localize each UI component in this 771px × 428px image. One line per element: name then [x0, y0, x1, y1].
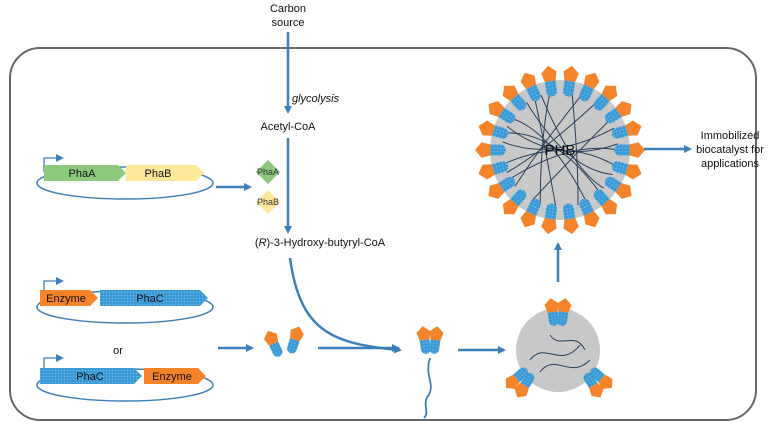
- dimer-with-chain: [416, 326, 444, 354]
- polymer-tail: [423, 357, 432, 419]
- phb-surface-protein-4: [579, 198, 600, 228]
- phaC-gene-label-1: PhaC: [136, 293, 164, 305]
- output-label-3: applications: [701, 158, 760, 170]
- phb-surface-protein-16: [541, 65, 558, 97]
- carbon-source-label-2: source: [271, 17, 304, 29]
- enzyme-gene-label-1: Enzyme: [46, 293, 86, 305]
- small-granule: [516, 308, 600, 392]
- small-chain-1: [539, 359, 591, 373]
- phb-surface-protein-2: [604, 176, 632, 199]
- small-granule-dimer-right-a: [589, 367, 613, 390]
- phb-chain-7: [531, 119, 611, 202]
- phb-surface-protein-13: [488, 101, 516, 124]
- plasmid-phaC-enzyme: PhaC Enzyme: [36, 354, 214, 402]
- free-fusion-2: [286, 326, 304, 354]
- small-granule-dimer-left: [505, 367, 535, 398]
- phb-surface-protein-21: [611, 120, 642, 139]
- phb-chain-9: [511, 117, 587, 202]
- phaB-gene-label: PhaB: [145, 168, 172, 180]
- phb-surface-protein-14: [502, 85, 527, 111]
- phaC-gene-1: [100, 290, 208, 306]
- phb-surface-protein-6: [541, 203, 558, 235]
- carbon-source-label-1: Carbon: [270, 3, 306, 15]
- phb-chain-1: [504, 132, 601, 193]
- output-label-2: biocatalyst for: [696, 144, 764, 156]
- phb-label: PHB: [545, 142, 576, 159]
- phb-surface-protein-7: [520, 198, 541, 228]
- phb-chain-13: [540, 95, 605, 189]
- plasmid-enzyme-phaC: Enzyme PhaC: [36, 277, 214, 324]
- small-granule-dimer-top-b: [557, 298, 572, 326]
- phb-chain-12: [506, 126, 618, 153]
- phaA-protein-label: PhaA: [257, 167, 279, 177]
- phb-surface-protein-8: [502, 189, 527, 215]
- enzyme-gene-label-2: Enzyme: [152, 371, 192, 383]
- phaA-gene: [44, 165, 126, 181]
- phb-chain-6: [571, 93, 579, 206]
- phb-surface-protein-11: [474, 142, 506, 158]
- phb-surface-protein-19: [593, 85, 618, 111]
- phaB-protein-label: PhaB: [257, 197, 279, 207]
- enzyme-gene-2: [144, 368, 206, 384]
- phb-surface-protein-0: [614, 142, 646, 158]
- phaB-protein: PhaB: [256, 190, 280, 214]
- phb-chain-10: [539, 92, 551, 205]
- small-granule-proteins: [505, 298, 613, 398]
- small-granule-chains: [529, 334, 591, 373]
- small-granule-dimer-left-b: [505, 367, 529, 390]
- enzyme-gene-1: [40, 290, 98, 306]
- glycolysis-label: glycolysis: [292, 93, 340, 105]
- phb-chain-11: [506, 103, 596, 174]
- phb-chain-5: [526, 102, 613, 175]
- chain-dimer: [416, 326, 444, 354]
- phaB-gene: [126, 165, 204, 181]
- monomer-arrow: [288, 257, 402, 354]
- output-label-1: Immobilized: [701, 130, 760, 142]
- phb-surface-proteins: [474, 65, 646, 235]
- phb-surface-protein-3: [593, 189, 618, 215]
- cell-boundary: [9, 47, 757, 421]
- phaA-protein: PhaA: [256, 160, 280, 184]
- phb-surface-protein-9: [488, 176, 516, 199]
- chain-dimer-b: [429, 326, 444, 354]
- hydroxybutyryl-coa-label: (R)-3-Hydroxy-butyryl-CoA: [255, 237, 386, 249]
- or-label: or: [113, 345, 123, 357]
- small-granule-dimer-top: [544, 298, 572, 326]
- acetyl-coa-label: Acetyl-CoA: [260, 121, 316, 133]
- phb-surface-protein-15: [520, 72, 541, 102]
- phb-surface-protein-20: [604, 101, 632, 124]
- phb-surface-protein-18: [579, 72, 600, 102]
- free-fusion-1: [263, 330, 283, 357]
- phb-surface-protein-17: [562, 65, 579, 97]
- small-chain-0: [529, 344, 581, 361]
- plasmid-phaAB: PhaA PhaB: [36, 154, 214, 200]
- small-granule-dimer-right-b: [583, 372, 604, 398]
- phb-chain-4: [502, 127, 615, 150]
- small-granule-dimer-left-a: [514, 372, 535, 398]
- free-fusion-proteins: [263, 326, 304, 357]
- phaC-gene-label-2: PhaC: [76, 371, 104, 383]
- chain-dimer-a: [416, 326, 431, 354]
- phb-surface-protein-5: [562, 203, 579, 235]
- phb-surface-protein-10: [478, 161, 509, 180]
- small-granule-dimer-top-a: [544, 298, 559, 326]
- phaA-gene-label: PhaA: [69, 168, 97, 180]
- phb-chain-3: [514, 95, 582, 187]
- small-chain-2: [549, 334, 586, 351]
- phaC-gene-2: [40, 368, 142, 384]
- phb-chain-2: [534, 97, 557, 208]
- phb-surface-protein-12: [478, 120, 509, 139]
- phb-polymer-chains: [502, 92, 619, 208]
- small-granule-dimer-right: [583, 367, 613, 398]
- phb-surface-protein-1: [611, 161, 642, 180]
